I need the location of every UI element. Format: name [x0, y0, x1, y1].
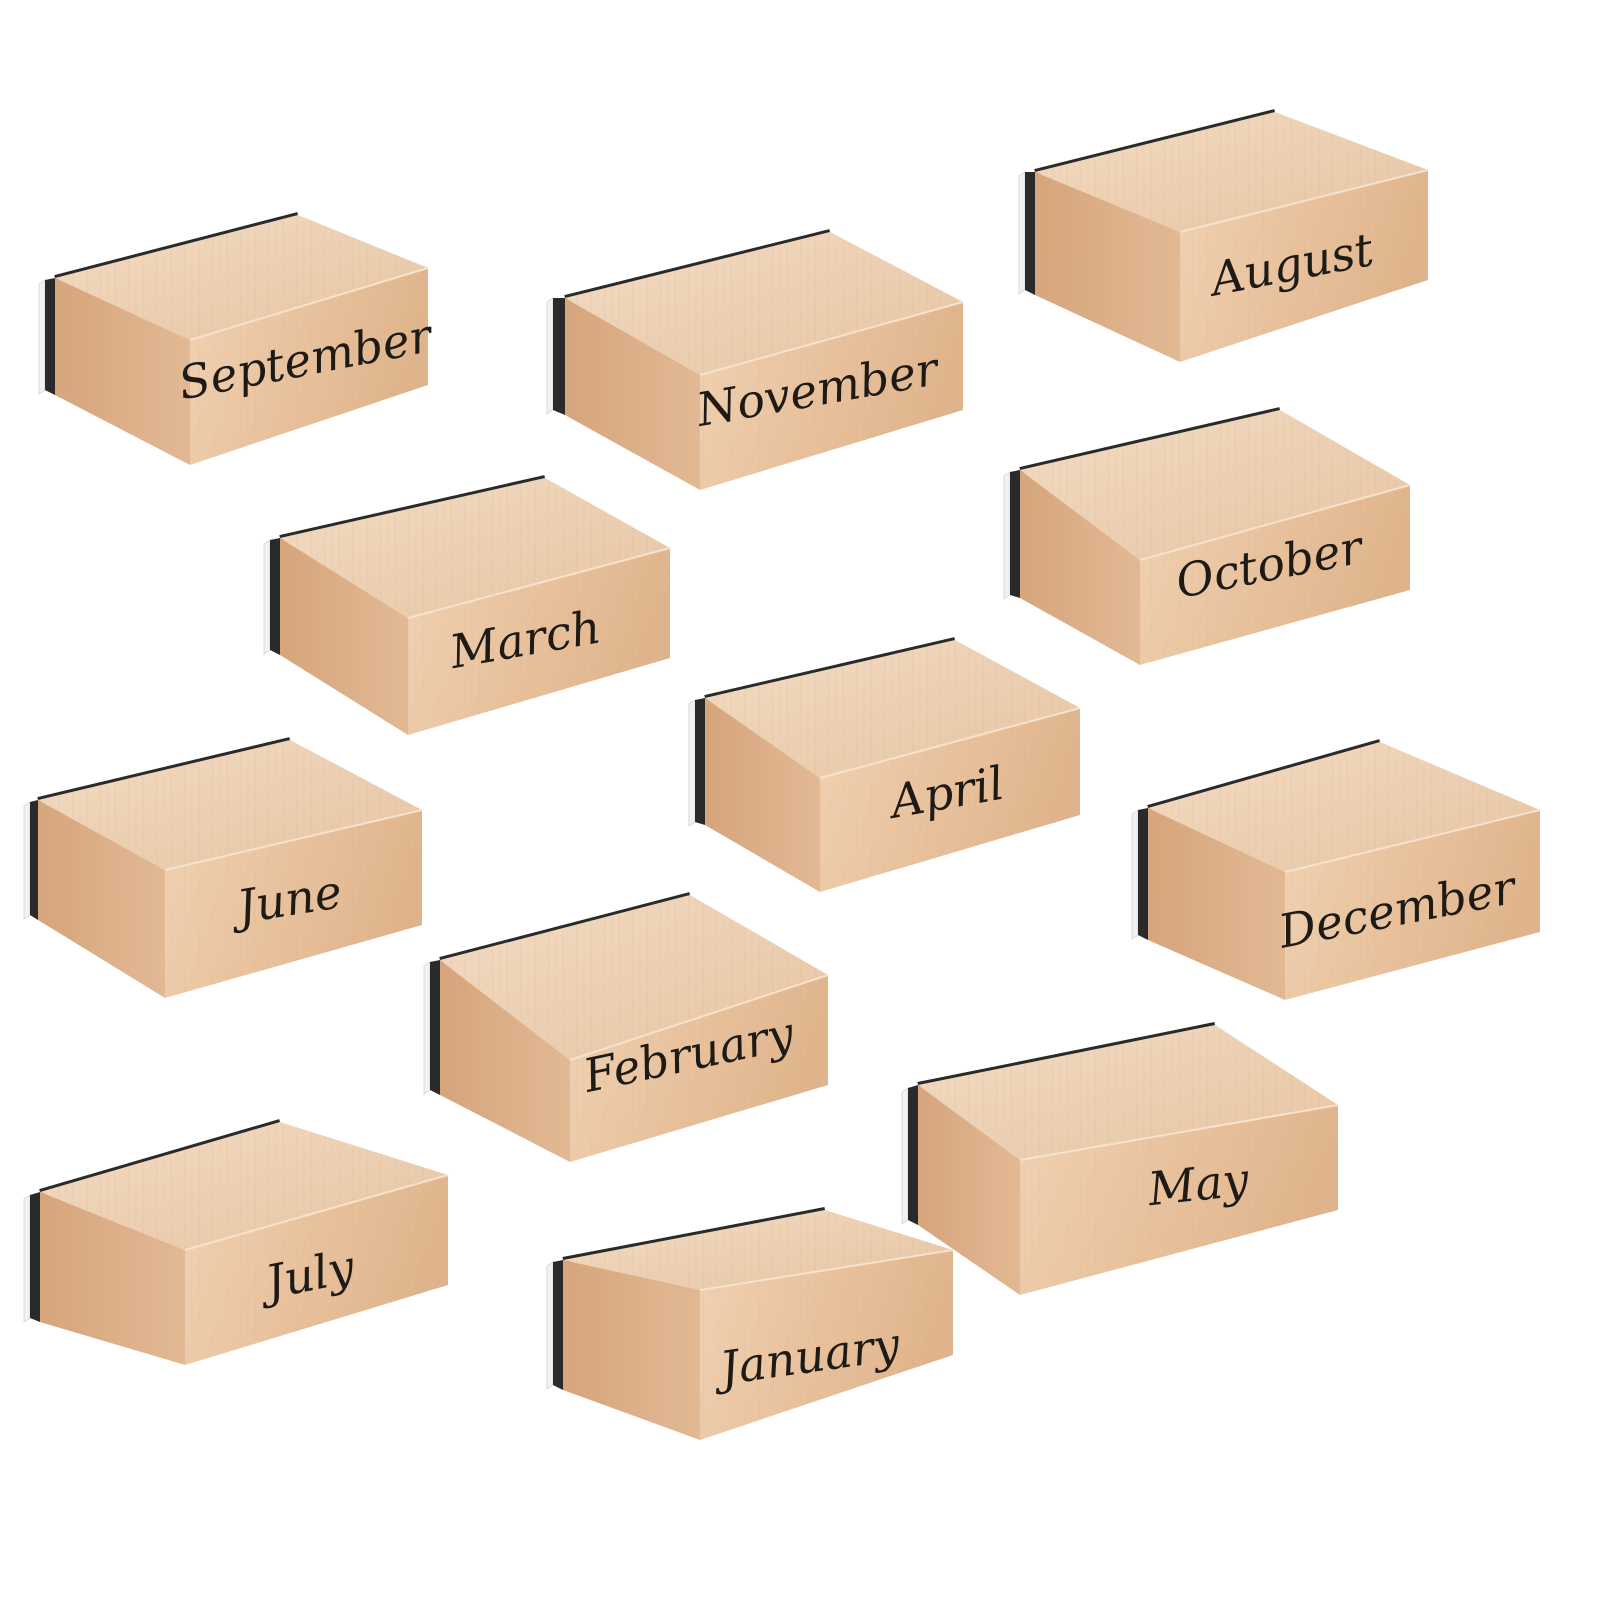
block-edge-highlight [407, 547, 671, 619]
wood-end-face [440, 960, 570, 1162]
rubber-base [1131, 809, 1139, 940]
foam-pad [553, 298, 565, 415]
rubber-base [23, 801, 31, 920]
rubber-base [23, 1194, 31, 1323]
wood-grain [705, 640, 1080, 778]
wood-grain [570, 975, 828, 1162]
stamp-september: September [38, 212, 439, 465]
rubber-base [546, 297, 554, 415]
wood-end-face [563, 1260, 700, 1440]
foam-pad [1010, 470, 1020, 598]
rubber-base [1018, 171, 1026, 295]
stamp-june: June [23, 737, 423, 998]
stamp-december: December [1131, 739, 1541, 1000]
wood-grain [1020, 410, 1410, 560]
wood-grain [38, 740, 422, 870]
foam-pad [553, 1260, 563, 1390]
wood-grain [185, 1175, 448, 1365]
stamp-label-may: May [1145, 1152, 1253, 1216]
wood-end-face [1035, 172, 1180, 362]
rubber-base [546, 1261, 554, 1390]
wood-end-face [705, 698, 820, 892]
block-edge-highlight [819, 707, 1081, 779]
rubber-base [688, 699, 696, 827]
foam-pad [30, 800, 38, 920]
wood-end-face [918, 1085, 1020, 1295]
stamp-may: May [901, 1022, 1339, 1295]
wood-end-face [40, 1192, 185, 1365]
wood-end-face [565, 298, 700, 490]
stamp-july: July [23, 1119, 449, 1365]
wood-grain [700, 1250, 953, 1440]
wood-end-face [1148, 808, 1285, 1000]
wood-end-face [280, 538, 408, 735]
wood-grain [40, 1122, 448, 1250]
stamp-november: November [546, 229, 964, 490]
wood-grain [565, 232, 963, 375]
foam-pad [30, 1192, 40, 1322]
foam-pad [270, 538, 280, 655]
block-edge-highlight [1019, 1104, 1339, 1161]
stamp-october: October [1003, 407, 1411, 665]
block-edge-highlight [699, 301, 964, 376]
block-edge-highlight [569, 974, 829, 1061]
foam-pad [1025, 172, 1035, 295]
foam-pad [430, 960, 440, 1095]
stamp-january: January [546, 1207, 954, 1440]
wood-grain [165, 810, 422, 998]
wood-grain [1148, 742, 1540, 872]
foam-pad [695, 698, 705, 825]
stamp-february: February [423, 892, 829, 1162]
wood-grain [700, 302, 963, 490]
wood-end-face [55, 278, 190, 465]
wood-end-face [1020, 470, 1140, 665]
block-edge-highlight [1139, 484, 1411, 561]
wood-grain [55, 215, 428, 340]
stamp-march: March [263, 475, 671, 735]
wood-grain [190, 268, 428, 465]
wood-grain [918, 1025, 1338, 1160]
rubber-base [38, 279, 46, 395]
foam-pad [908, 1085, 918, 1225]
block-edge-highlight [1179, 169, 1429, 233]
block-edge-highlight [184, 1174, 449, 1251]
rubber-base [423, 961, 431, 1095]
stamp-april: April [688, 637, 1081, 892]
wood-grain [408, 548, 670, 735]
block-edge-highlight [699, 1249, 954, 1291]
block-edge-highlight [1284, 809, 1541, 873]
wood-grain [1180, 170, 1428, 362]
stamp-august: August [1018, 109, 1429, 362]
rubber-base [901, 1087, 909, 1225]
wood-grain [1035, 112, 1428, 232]
rubber-base [1003, 471, 1011, 600]
wood-end-face [38, 800, 165, 998]
foam-pad [45, 278, 55, 395]
block-edge-highlight [189, 267, 429, 341]
wood-grain [1020, 1105, 1338, 1295]
wood-grain [820, 708, 1080, 892]
wood-grain [280, 478, 670, 618]
wood-grain [440, 895, 828, 1060]
rubber-base [263, 539, 271, 655]
foam-pad [1138, 808, 1148, 940]
block-edge-highlight [164, 809, 423, 871]
wood-grain [1140, 485, 1410, 665]
wood-grain [563, 1210, 953, 1290]
